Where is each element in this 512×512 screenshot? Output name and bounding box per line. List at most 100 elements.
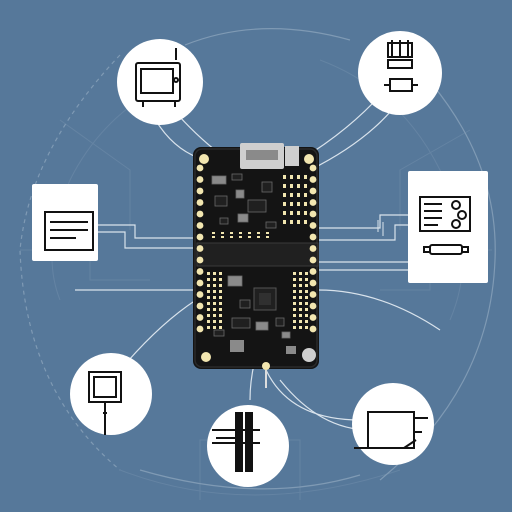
grid-pin <box>305 308 308 311</box>
grid-pin <box>283 211 286 215</box>
grid-pin <box>304 211 307 215</box>
grid-pin <box>299 284 302 287</box>
grid-pin <box>304 193 307 197</box>
board-pad <box>221 236 224 238</box>
pin-header-right <box>309 164 317 333</box>
board-pad <box>230 236 233 238</box>
card-icon <box>419 196 471 255</box>
mount-hole-bl <box>201 352 211 362</box>
grid-pin <box>299 296 302 299</box>
grid-pin <box>290 211 293 215</box>
cable-icon <box>212 412 260 472</box>
board-component <box>265 221 277 229</box>
grid-pin <box>304 202 307 206</box>
connector-circle <box>358 31 442 115</box>
grid-pin <box>305 296 308 299</box>
header-pin <box>196 245 204 252</box>
board-pad <box>266 232 269 234</box>
header-pin <box>196 187 204 195</box>
header-pin <box>196 222 204 229</box>
grid-pin <box>299 290 302 293</box>
grid-pin <box>207 326 210 329</box>
header-pin <box>196 268 204 275</box>
peripheral-small-display <box>70 353 152 435</box>
grid-pin <box>207 302 210 305</box>
header-pin <box>309 245 317 252</box>
chip-core <box>259 293 271 305</box>
header-pin <box>196 314 204 321</box>
pin-header-left <box>196 164 204 333</box>
grid-pin <box>305 326 308 329</box>
grid-pin <box>213 290 216 293</box>
board-pad <box>239 236 242 238</box>
grid-pin <box>297 184 300 188</box>
header-pin <box>309 164 317 172</box>
header-strip <box>196 242 319 267</box>
grid-pin <box>213 320 216 323</box>
header-pin <box>309 302 317 310</box>
grid-pin <box>299 308 302 311</box>
grid-pin <box>219 296 222 299</box>
board-pad <box>212 236 215 238</box>
grid-pin <box>207 284 210 287</box>
grid-pin <box>297 193 300 197</box>
board-component <box>255 321 269 331</box>
grid-pin <box>293 272 296 275</box>
header-pin <box>196 233 204 241</box>
grid-pin <box>299 314 302 317</box>
grid-pin <box>305 314 308 317</box>
module-icon <box>44 211 94 251</box>
board-component <box>235 189 245 199</box>
board-pad <box>248 232 251 234</box>
grid-pin <box>293 320 296 323</box>
grid-pin <box>299 320 302 323</box>
grid-pin <box>283 220 286 224</box>
bottom-pin <box>262 362 270 370</box>
grid-pin <box>293 278 296 281</box>
peripheral-data-module <box>32 184 98 261</box>
monitor-icon <box>135 48 181 107</box>
grid-pin <box>299 302 302 305</box>
grid-pin <box>283 175 286 179</box>
header-pin <box>309 268 317 275</box>
header-pin <box>196 291 204 298</box>
header-pin <box>309 256 317 264</box>
grid-pin <box>305 284 308 287</box>
header-pin <box>196 199 204 206</box>
grid-pin <box>293 284 296 287</box>
grid-pin <box>305 272 308 275</box>
grid-pin <box>290 220 293 224</box>
grid-pin <box>299 326 302 329</box>
bottom-connector-2 <box>286 346 296 354</box>
grid-pin <box>293 326 296 329</box>
board-pad <box>257 232 260 234</box>
grid-pin <box>299 278 302 281</box>
header-pin <box>196 210 204 218</box>
grid-pin <box>297 175 300 179</box>
usb-port-inner <box>246 150 278 160</box>
header-pin <box>196 176 204 183</box>
peripheral-card-panel <box>408 171 488 283</box>
grid-pin <box>304 175 307 179</box>
board-component <box>275 317 285 327</box>
header-pin <box>196 164 204 172</box>
board-component <box>237 213 249 223</box>
grid-pin <box>219 278 222 281</box>
wire-ticks <box>377 220 384 236</box>
grid-pin <box>213 326 216 329</box>
grid-pin <box>219 272 222 275</box>
board-pad <box>212 232 215 234</box>
grid-pin <box>290 184 293 188</box>
board-component <box>213 329 225 337</box>
board-pad <box>230 232 233 234</box>
board-component <box>247 199 267 213</box>
header-pin <box>309 187 317 195</box>
header-pin <box>196 256 204 264</box>
monitor-circle <box>117 39 203 125</box>
bottom-connector <box>230 340 244 352</box>
tablet-icon <box>354 411 428 449</box>
grid-pin <box>304 220 307 224</box>
small-display-circle <box>70 353 152 435</box>
header-pin <box>196 279 204 287</box>
grid-pin <box>213 278 216 281</box>
